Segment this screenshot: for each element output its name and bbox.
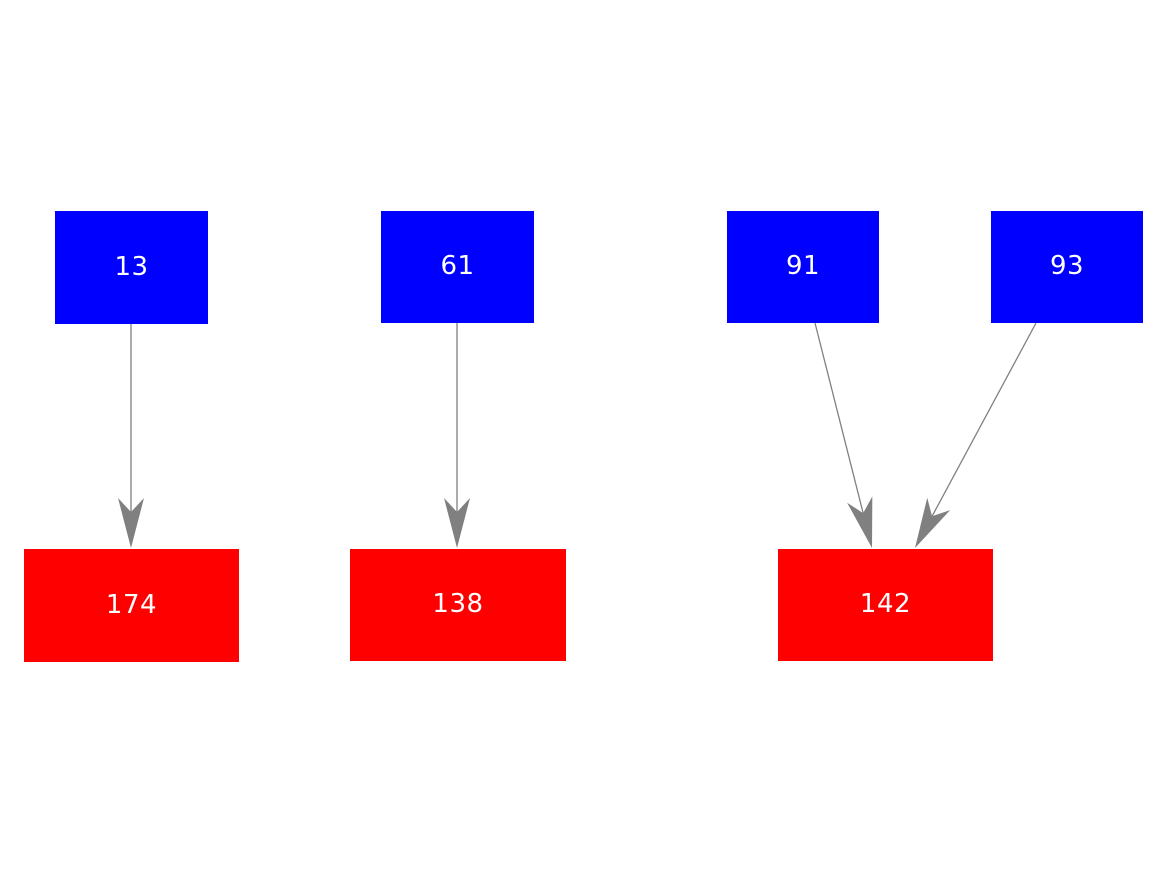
- node-target-142[interactable]: 142: [778, 549, 993, 661]
- node-source-61[interactable]: 61: [381, 211, 534, 323]
- node-label: 174: [105, 589, 158, 620]
- edge-line: [814, 322, 871, 540]
- arrowhead-icon: [915, 497, 951, 548]
- edge-n93-to-n142: [915, 322, 1037, 548]
- arrowhead-icon: [118, 498, 144, 548]
- edge-n13-to-n174: [118, 324, 144, 548]
- node-label: 142: [859, 589, 912, 619]
- node-label: 93: [1049, 251, 1085, 281]
- node-label: 91: [785, 251, 821, 281]
- node-label: 13: [114, 251, 149, 282]
- edge-line: [918, 322, 1037, 541]
- arrowhead-icon: [847, 496, 873, 548]
- node-label: 138: [432, 589, 484, 619]
- edge-n91-to-n142: [814, 322, 873, 548]
- node-label: 61: [440, 251, 475, 281]
- node-source-13[interactable]: 13: [55, 211, 208, 324]
- node-source-93[interactable]: 93: [991, 211, 1143, 323]
- edge-n61-to-n138: [444, 323, 470, 548]
- node-source-91[interactable]: 91: [727, 211, 879, 323]
- node-target-174[interactable]: 174: [24, 549, 239, 662]
- node-target-138[interactable]: 138: [350, 549, 566, 661]
- arrowhead-icon: [444, 498, 470, 548]
